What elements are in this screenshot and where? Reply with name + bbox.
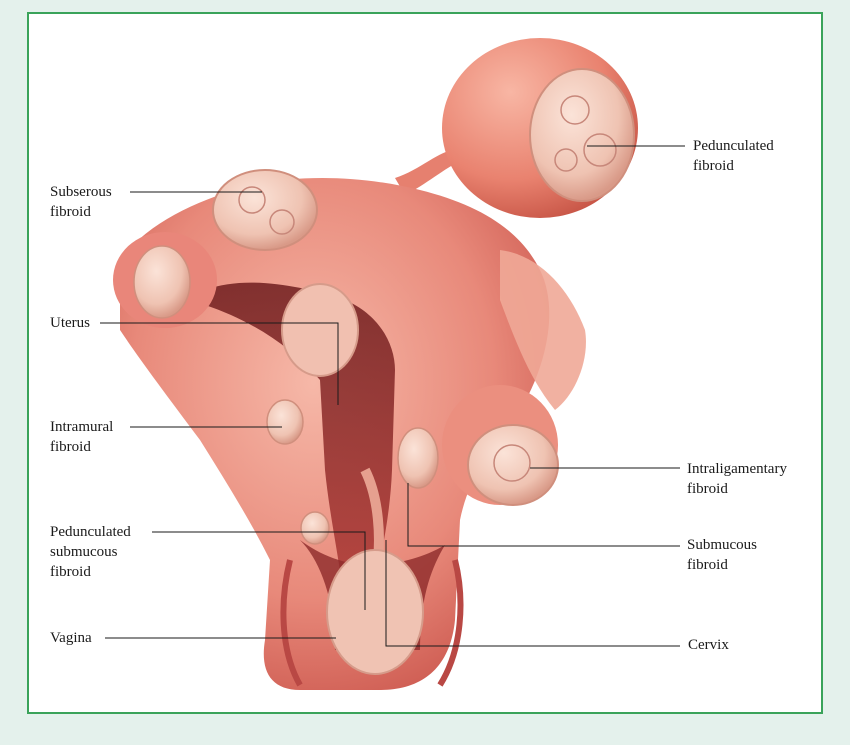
label-submucous-fibroid: Submucous fibroid xyxy=(687,537,758,573)
intraligamentary-fibroid-shape xyxy=(442,385,559,506)
leader-pedunculated-submucous-fibroid xyxy=(152,531,366,610)
label-pedunculated-fibroid: Pedunculated fibroid xyxy=(693,138,774,174)
label-intraligamentary-fibroid: Intraligamentary fibroid xyxy=(687,461,787,497)
subserous-fibroid-shape xyxy=(212,169,318,251)
left-fibroid-shape xyxy=(113,232,217,328)
label-cervix: Cervix xyxy=(688,637,729,653)
label-subserous-fibroid: Subserous fibroid xyxy=(50,184,112,220)
label-uterus: Uterus xyxy=(50,315,90,331)
intramural-fibroid-shape xyxy=(266,399,304,445)
cavity-fibroid-shape xyxy=(281,283,359,377)
label-intramural-fibroid: Intramural fibroid xyxy=(50,419,114,455)
submucous-fibroid-shape xyxy=(397,427,439,489)
leader-cervix xyxy=(385,540,680,647)
leader-lines xyxy=(100,145,685,647)
protruding-fibroid-shape xyxy=(326,467,424,675)
leader-uterus xyxy=(100,322,339,405)
vagina-shape xyxy=(280,559,464,687)
label-vagina: Vagina xyxy=(50,630,92,646)
leader-submucous-fibroid xyxy=(407,483,680,547)
label-pedunculated-submucous-fibroid: Pedunculated submucous fibroid xyxy=(50,524,131,580)
pedunculated-fibroid-shape xyxy=(395,38,638,218)
small-submucous-fibroid-shape xyxy=(300,511,330,545)
